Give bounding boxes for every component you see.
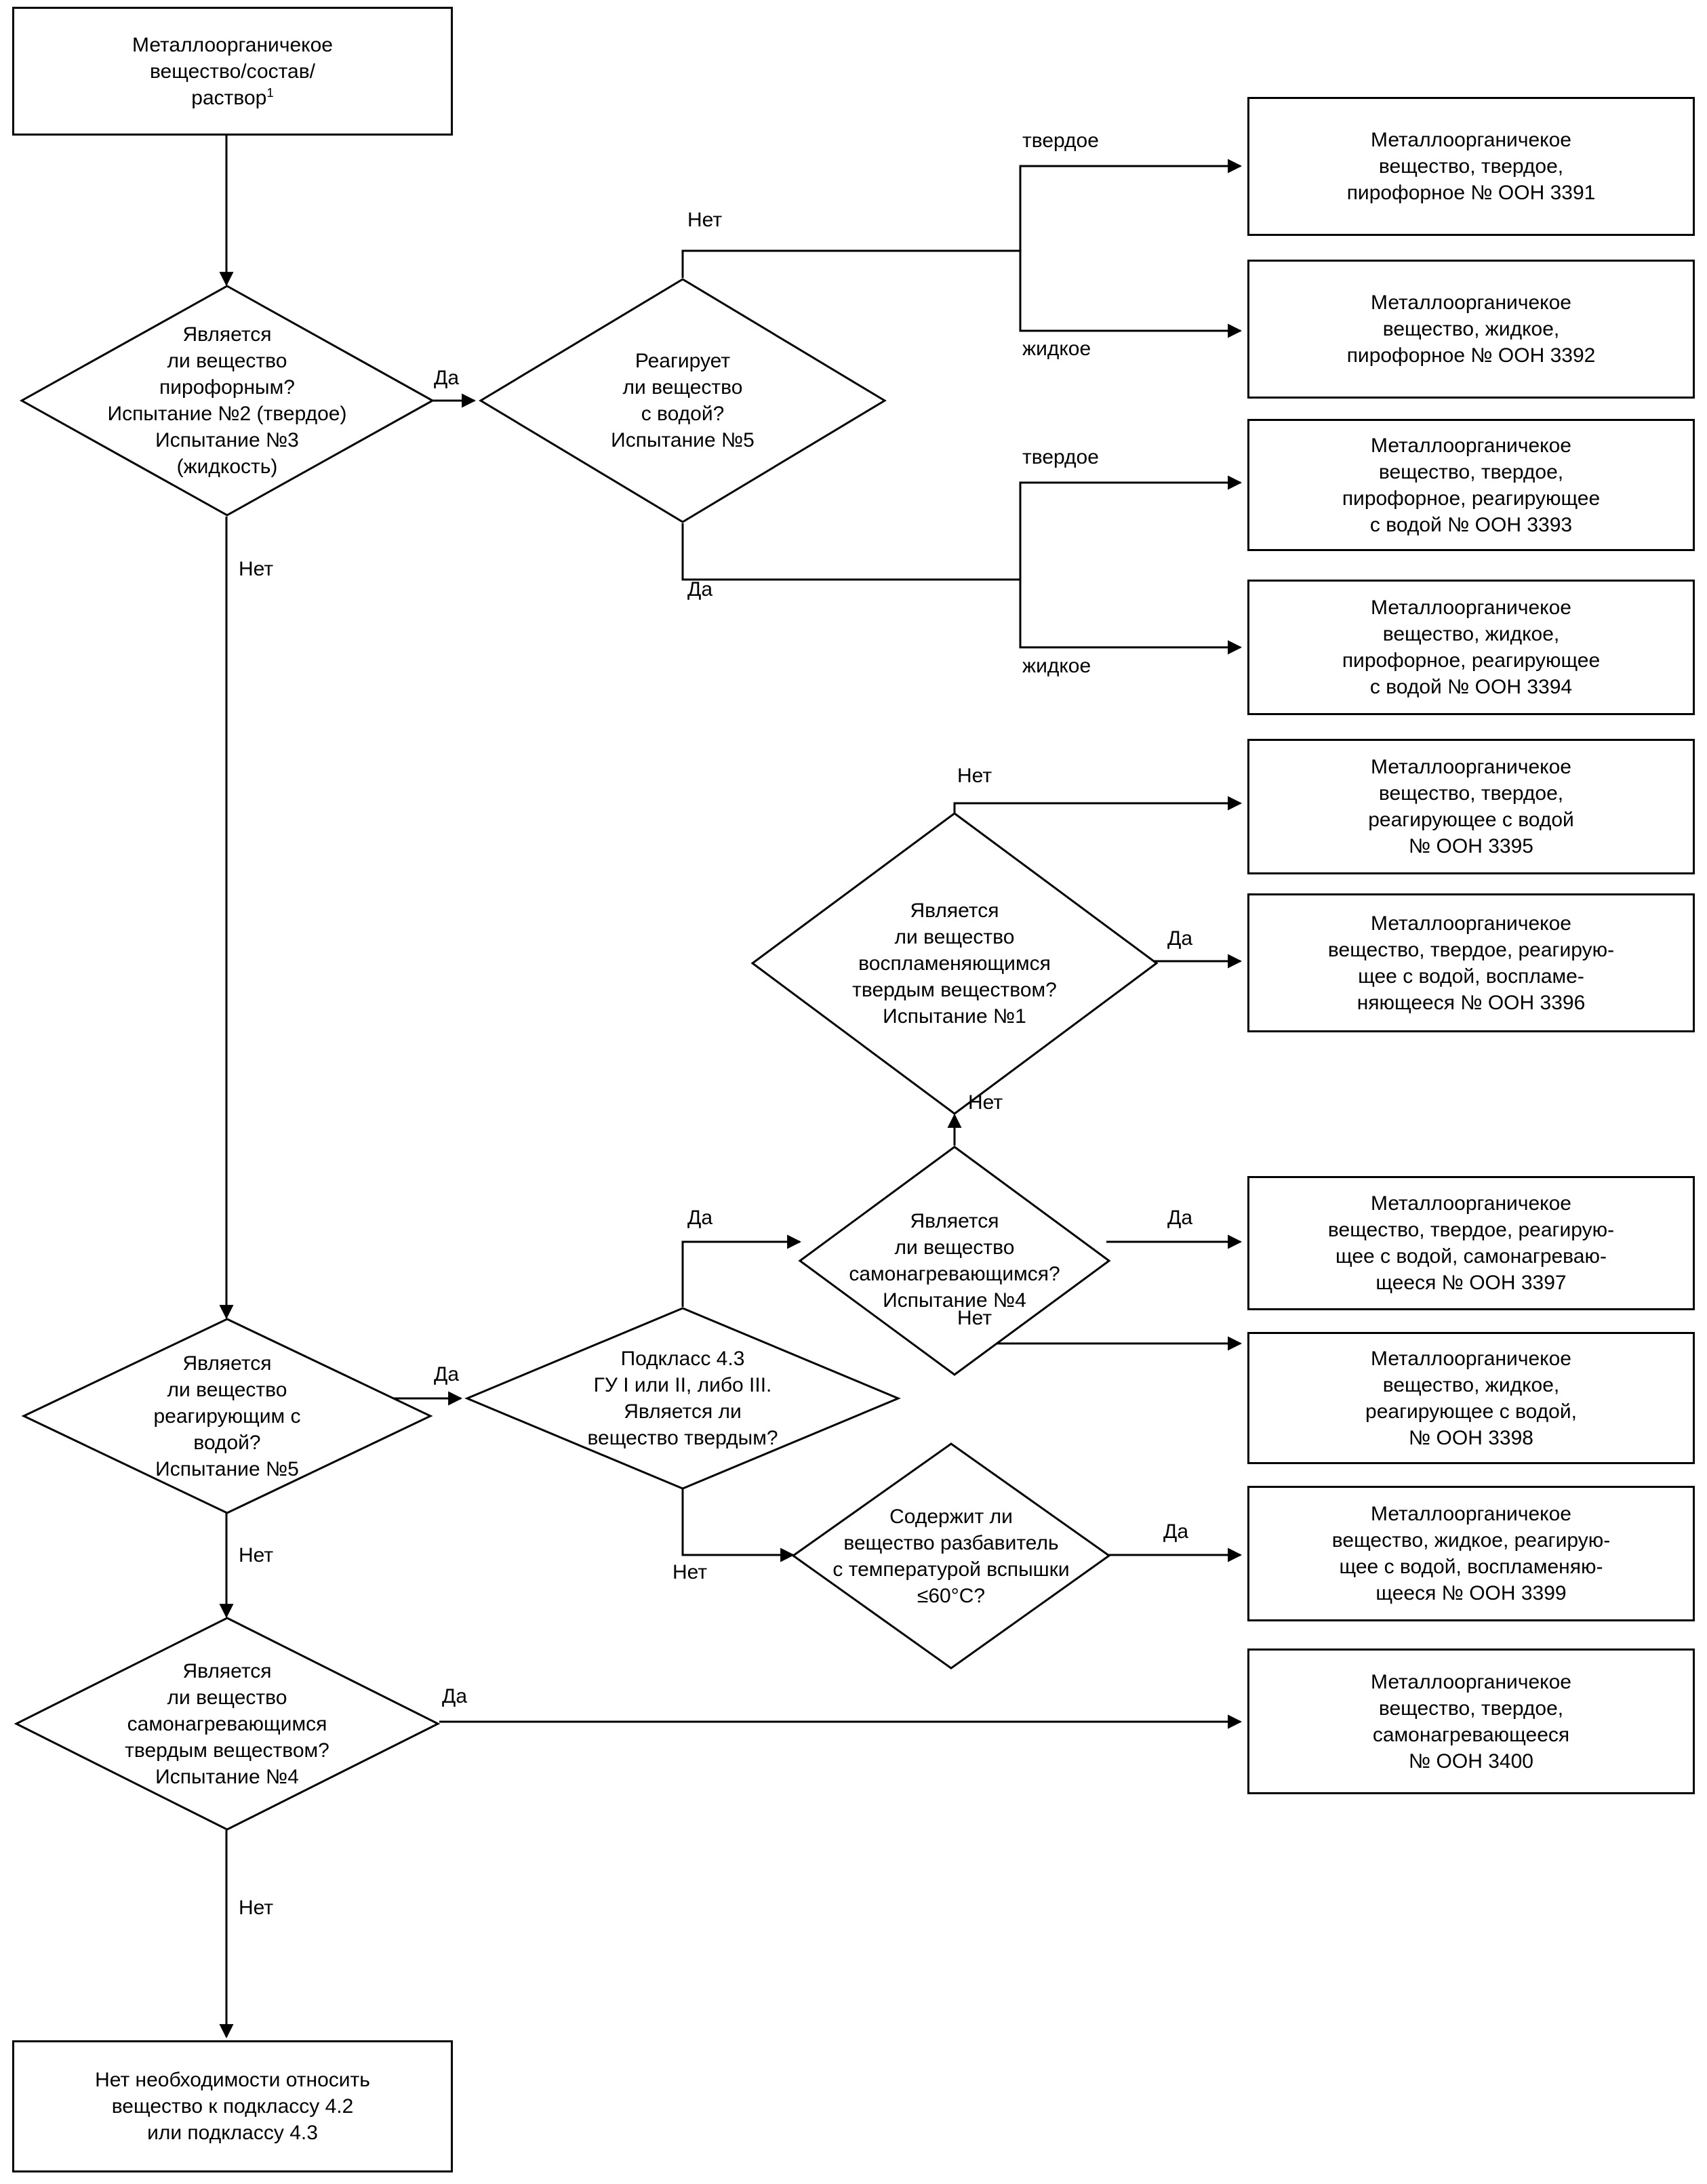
edge-label-pyrophoric-yes: Да: [434, 367, 460, 389]
un3396-line-3: щее с водой, воспламе-: [1358, 965, 1584, 988]
node-un-3400: Металлоорганичекое вещество, твердое, са…: [1247, 1649, 1695, 1794]
node-decision-pyrophoric: Является ли вещество пирофорным? Испытан…: [19, 285, 435, 517]
node-decision-reacts-water-top: Реагирует ли вещество с водой? Испытание…: [479, 278, 887, 523]
un3392-line-1: Металлоорганичекое: [1371, 291, 1571, 314]
node-decision-flammable-solid: Является ли вещество воспламеняющимся тв…: [750, 812, 1159, 1115]
edge-label-subclass-yes: Да: [687, 1207, 713, 1229]
edge-label-flammable-no-bottom: Нет: [968, 1091, 1003, 1114]
edge-label-pyrophoric-no: Нет: [239, 558, 274, 580]
un3396-line-4: няющееся № ООН 3396: [1357, 991, 1586, 1014]
un3395-line-4: № ООН 3395: [1409, 835, 1533, 857]
edge-rwtop-no-solid: [1019, 159, 1243, 251]
end-line-1: Нет необходимости относить: [95, 2069, 370, 2091]
node-un-3394: Металлоорганичекое вещество, жидкое, пир…: [1247, 580, 1695, 715]
node-un-3391: Металлоорганичекое вещество, твердое, пи…: [1247, 97, 1695, 236]
edge-label-flammable-no-top: Нет: [957, 765, 992, 787]
start-line-3: раствор: [191, 86, 267, 109]
un3399-line-2: вещество, жидкое, реагирую-: [1331, 1529, 1611, 1552]
un3400-line-1: Металлоорганичекое: [1371, 1670, 1571, 1693]
un3395-line-2: вещество, твердое,: [1378, 782, 1564, 805]
edge-label-self-heating-left-yes: Да: [442, 1685, 468, 1707]
node-un-3392: Металлоорганичекое вещество, жидкое, пир…: [1247, 260, 1695, 399]
edge-label-self-heating-mid-yes: Да: [1167, 1207, 1193, 1229]
edge-label-water-liquid: жидкое: [1022, 655, 1091, 677]
edge-label-flammable-yes: Да: [1167, 927, 1193, 950]
un3400-line-4: № ООН 3400: [1409, 1750, 1533, 1773]
edge-rwtop-yes: [681, 523, 1020, 581]
node-un-3397: Металлоорганичекое вещество, твердое, ре…: [1247, 1176, 1695, 1310]
un3399-line-1: Металлоорганичекое: [1371, 1503, 1571, 1525]
edge-subclass-no: [681, 1489, 795, 1562]
un3397-line-1: Металлоорганичекое: [1371, 1192, 1571, 1215]
un3399-line-3: щее с водой, воспламеняю-: [1339, 1556, 1603, 1578]
end-line-2: вещество к подклассу 4.2: [111, 2095, 354, 2118]
un3398-line-4: № ООН 3398: [1409, 1426, 1533, 1449]
start-line-1: Металлоорганичекое: [132, 33, 333, 56]
un3398-line-2: вещество, жидкое,: [1382, 1373, 1560, 1396]
edge-label-self-heating-mid-no: Нет: [957, 1307, 992, 1329]
un3397-line-2: вещество, твердое, реагирую-: [1327, 1219, 1615, 1241]
un3400-line-3: самонагревающееся: [1372, 1723, 1570, 1746]
node-decision-self-heating-left: Является ли вещество самонагревающимся т…: [14, 1617, 441, 1831]
node-un-3399: Металлоорганичекое вещество, жидкое, реа…: [1247, 1486, 1695, 1621]
edge-label-subclass-no: Нет: [672, 1561, 708, 1583]
un3398-line-1: Металлоорганичекое: [1371, 1347, 1571, 1370]
un3391-line-1: Металлоорганичекое: [1371, 129, 1571, 151]
end-line-3: или подклассу 4.3: [147, 2122, 318, 2144]
node-un-3396: Металлоорганичекое вещество, твердое, ре…: [1247, 893, 1695, 1032]
un3400-line-2: вещество, твердое,: [1378, 1697, 1564, 1720]
edge-rwtop-no: [681, 249, 1020, 278]
un3394-line-3: пирофорное, реагирующее: [1342, 649, 1601, 672]
edge-rwtop-yes-solid: [1019, 475, 1243, 580]
edge-label-water-solid: твердое: [1022, 446, 1099, 468]
start-footnote-marker: 1: [266, 85, 274, 100]
edge-label-reacts-water-top-yes: Да: [687, 578, 713, 601]
edge-rwtop-yes-liquid: [1019, 580, 1243, 655]
edge-label-diluent-yes: Да: [1163, 1520, 1189, 1543]
un3392-line-3: пирофорное № ООН 3392: [1346, 344, 1596, 367]
start-line-2: вещество/состав/: [149, 60, 316, 83]
un3395-line-3: реагирующее с водой: [1368, 809, 1574, 831]
un3394-line-1: Металлоорганичекое: [1371, 596, 1571, 619]
node-end: Нет необходимости относить вещество к по…: [12, 2040, 453, 2172]
edge-subclass-yes: [681, 1234, 802, 1307]
node-un-3395: Металлоорганичекое вещество, твердое, ре…: [1247, 739, 1695, 874]
edge-label-reacts-water-left-yes: Да: [434, 1363, 460, 1386]
edge-label-no-water-solid: твердое: [1022, 129, 1099, 152]
un3391-line-3: пирофорное № ООН 3391: [1346, 182, 1596, 204]
un3393-line-1: Металлоорганичекое: [1371, 434, 1571, 457]
edge-rwtop-no-liquid: [1019, 251, 1243, 338]
un3394-line-4: с водой № ООН 3394: [1369, 676, 1573, 698]
node-decision-reacts-water-left: Является ли вещество реагирующим с водой…: [21, 1318, 433, 1514]
un3391-line-2: вещество, твердое,: [1378, 155, 1564, 178]
node-decision-diluent-flashpoint: Содержит ли вещество разбавитель с темпе…: [791, 1442, 1111, 1670]
edge-label-self-heating-left-no: Нет: [239, 1897, 274, 1919]
un3395-line-1: Металлоорганичекое: [1371, 756, 1571, 778]
un3396-line-1: Металлоорганичекое: [1371, 912, 1571, 935]
edge-label-reacts-water-left-no: Нет: [239, 1544, 274, 1566]
un3393-line-3: пирофорное, реагирующее: [1342, 487, 1601, 510]
un3394-line-2: вещество, жидкое,: [1382, 623, 1560, 645]
un3396-line-2: вещество, твердое, реагирую-: [1327, 938, 1615, 961]
node-start: Металлоорганичекое вещество/состав/ раст…: [12, 7, 453, 136]
node-un-3393: Металлоорганичекое вещество, твердое, пи…: [1247, 419, 1695, 551]
un3392-line-2: вещество, жидкое,: [1382, 318, 1560, 340]
un3393-line-2: вещество, твердое,: [1378, 460, 1564, 483]
edge-label-reacts-water-top-no: Нет: [687, 209, 723, 231]
un3397-line-4: щееся № ООН 3397: [1375, 1272, 1567, 1294]
node-un-3398: Металлоорганичекое вещество, жидкое, реа…: [1247, 1332, 1695, 1464]
un3398-line-3: реагирующее с водой,: [1365, 1400, 1577, 1423]
un3393-line-4: с водой № ООН 3393: [1369, 513, 1573, 536]
un3399-line-4: щееся № ООН 3399: [1375, 1582, 1567, 1604]
edge-label-no-water-liquid: жидкое: [1022, 338, 1091, 360]
un3397-line-3: щее с водой, самонагреваю-: [1336, 1245, 1607, 1268]
